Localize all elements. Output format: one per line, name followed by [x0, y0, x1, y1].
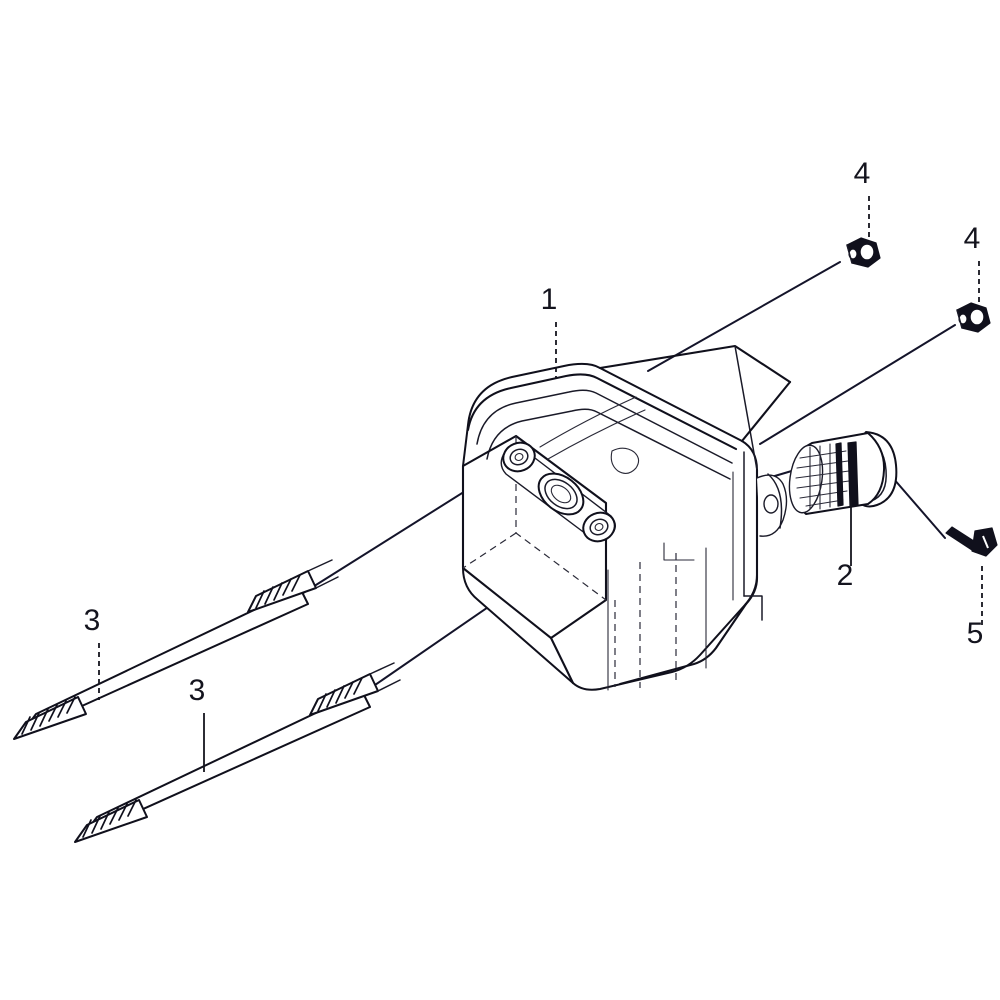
callout-label-4-upper: 4 [854, 157, 871, 190]
part-muffler-body[interactable] [461, 344, 792, 691]
callout-label-3-upper: 3 [84, 604, 101, 637]
part-hex-nut-lower[interactable] [956, 302, 991, 333]
stud-lower-thread-right [317, 677, 363, 712]
part-stud-bolt-lower[interactable] [74, 662, 401, 843]
part-stud-bolt-upper[interactable] [13, 559, 339, 740]
stud-upper-thread-right [255, 574, 301, 609]
stud-upper-thread-left [21, 696, 76, 735]
callout-label-5: 5 [967, 617, 984, 650]
callout-leaders [98, 196, 983, 772]
part-hex-nut-upper[interactable] [846, 237, 881, 268]
callout-labels: 1 2 3 3 4 4 5 [84, 157, 984, 707]
callout-label-3-lower: 3 [189, 674, 206, 707]
callout-label-1: 1 [541, 283, 558, 316]
part-spark-arrester[interactable] [785, 431, 898, 515]
callout-label-4-lower: 4 [964, 222, 981, 255]
part-screw[interactable] [945, 526, 998, 557]
stud-lower-thread-left [82, 799, 137, 838]
callout-label-2: 2 [837, 559, 854, 592]
